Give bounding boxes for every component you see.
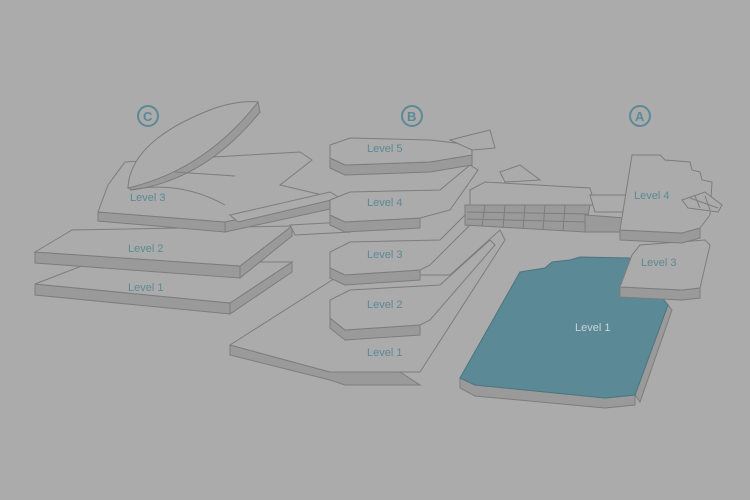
building-a-level-1[interactable]: Level 1 xyxy=(459,256,673,409)
level-label: Level 3 xyxy=(130,192,165,204)
level-label: Level 1 xyxy=(128,282,163,294)
building-a-badge[interactable]: A xyxy=(629,105,651,127)
level-label: Level 1 xyxy=(367,347,402,359)
building-b-level-4[interactable]: Level 4 xyxy=(329,164,479,233)
building-c-badge[interactable]: C xyxy=(137,105,159,127)
level-label: Level 2 xyxy=(128,243,163,255)
level-label: Level 4 xyxy=(367,197,402,209)
building-b-level-3[interactable]: Level 3 xyxy=(329,199,491,286)
building-c-level-2[interactable]: Level 2 xyxy=(33,224,294,280)
level-label: Level 4 xyxy=(634,190,669,202)
building-a-level-4[interactable]: Level 4 xyxy=(619,154,723,244)
level-label: Level 5 xyxy=(367,143,402,155)
building-b-badge[interactable]: B xyxy=(401,105,423,127)
building-a-level-3[interactable]: Level 3 xyxy=(619,239,711,301)
level-label: Level 3 xyxy=(367,249,402,261)
building-c-level-3[interactable]: Level 3 xyxy=(97,100,336,233)
svg-text:C: C xyxy=(143,109,153,124)
building-b-level-2[interactable]: Level 2 xyxy=(329,239,496,341)
stair-bridge xyxy=(464,164,631,233)
level-label-selected: Level 1 xyxy=(575,322,610,334)
svg-text:B: B xyxy=(407,109,416,124)
level-label: Level 2 xyxy=(367,299,402,311)
level-label: Level 3 xyxy=(641,257,676,269)
svg-text:A: A xyxy=(635,109,645,124)
building-b-level-5[interactable]: Level 5 xyxy=(329,129,496,176)
